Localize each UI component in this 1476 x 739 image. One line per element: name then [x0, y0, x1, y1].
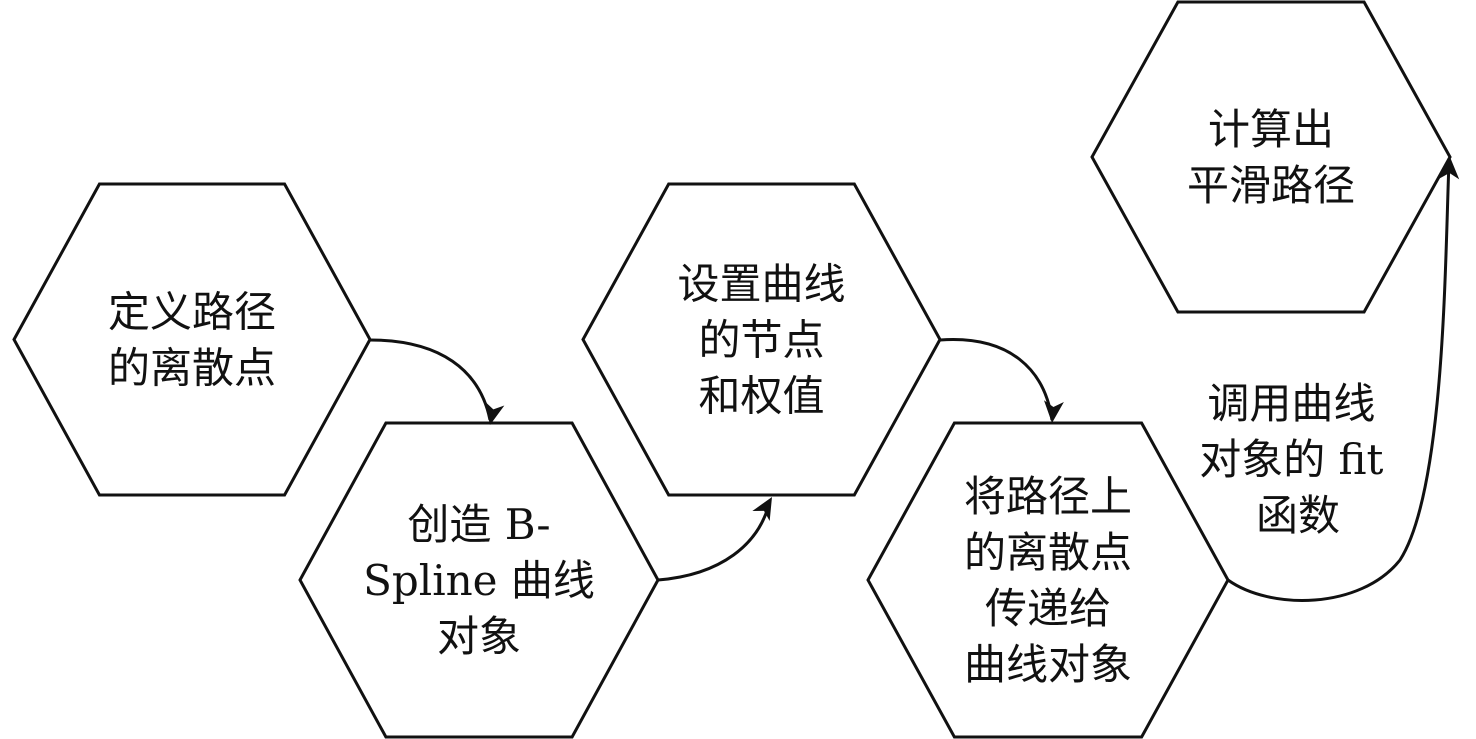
arrowhead-icon — [1043, 400, 1064, 423]
arrow-3-4 — [939, 338, 1054, 421]
node-create-spline: 创造 B-Spline 曲线对象 — [298, 421, 660, 739]
node-compute-path: 计算出平滑路径 — [1090, 0, 1452, 314]
arrowhead-icon — [1439, 157, 1460, 180]
arrow-4-5 — [1227, 161, 1451, 602]
hexagon-shape — [866, 421, 1230, 739]
node-label: 计算出平滑路径 — [1187, 105, 1355, 210]
edge-label: 调用曲线 对象的 fit 函数 — [1199, 379, 1397, 540]
arrowhead-icon — [484, 401, 505, 425]
hexagon-shape — [1090, 0, 1452, 314]
node-label: 设置曲线的节点和权值 — [677, 260, 845, 421]
node-pass-points: 将路径上的离散点传递给曲线对象 — [866, 421, 1230, 739]
node-label: 将路径上的离散点传递给曲线对象 — [964, 472, 1132, 689]
arrowhead-icon — [752, 497, 772, 522]
node-set-knots: 设置曲线的节点和权值 — [581, 182, 942, 497]
node-label: 定义路径的离散点 — [108, 288, 276, 393]
node-define-points: 定义路径的离散点 — [12, 182, 372, 497]
hexagon-shape — [12, 182, 372, 497]
node-label: 创造 B-Spline 曲线对象 — [363, 500, 595, 661]
arrow-2-3 — [657, 499, 772, 582]
arrow-1-2 — [369, 338, 492, 421]
